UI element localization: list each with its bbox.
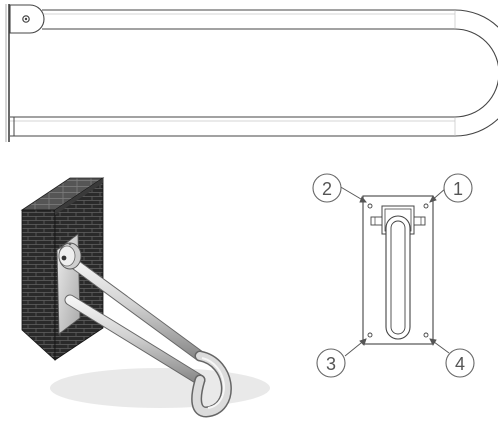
- callout-2-label: 2: [322, 179, 332, 199]
- front-view-bolt-left: [370, 216, 383, 226]
- isometric-render: [20, 177, 270, 418]
- hinge-head-3d: [58, 245, 76, 267]
- callout-3-label: 3: [326, 354, 336, 374]
- callout-1: 1: [443, 173, 473, 203]
- front-view-rail-loop: [385, 215, 411, 340]
- screw-hole-1: [423, 203, 429, 209]
- callout-1-label: 1: [453, 179, 463, 199]
- front-view-bolt-right: [413, 216, 426, 226]
- side-view-drawing: [5, 4, 498, 142]
- front-view-drawing: 1 2 3 4: [312, 173, 475, 378]
- screw-hole-2: [367, 203, 373, 209]
- screw-hole-4: [423, 332, 429, 338]
- callout-2: 2: [312, 173, 342, 203]
- callout-4: 4: [445, 348, 475, 378]
- screw-hole-3: [367, 332, 373, 338]
- callout-4-label: 4: [455, 354, 465, 374]
- side-view-u-bend: [454, 9, 498, 137]
- callout-3: 3: [316, 348, 346, 378]
- brick-wall-side: [21, 209, 56, 361]
